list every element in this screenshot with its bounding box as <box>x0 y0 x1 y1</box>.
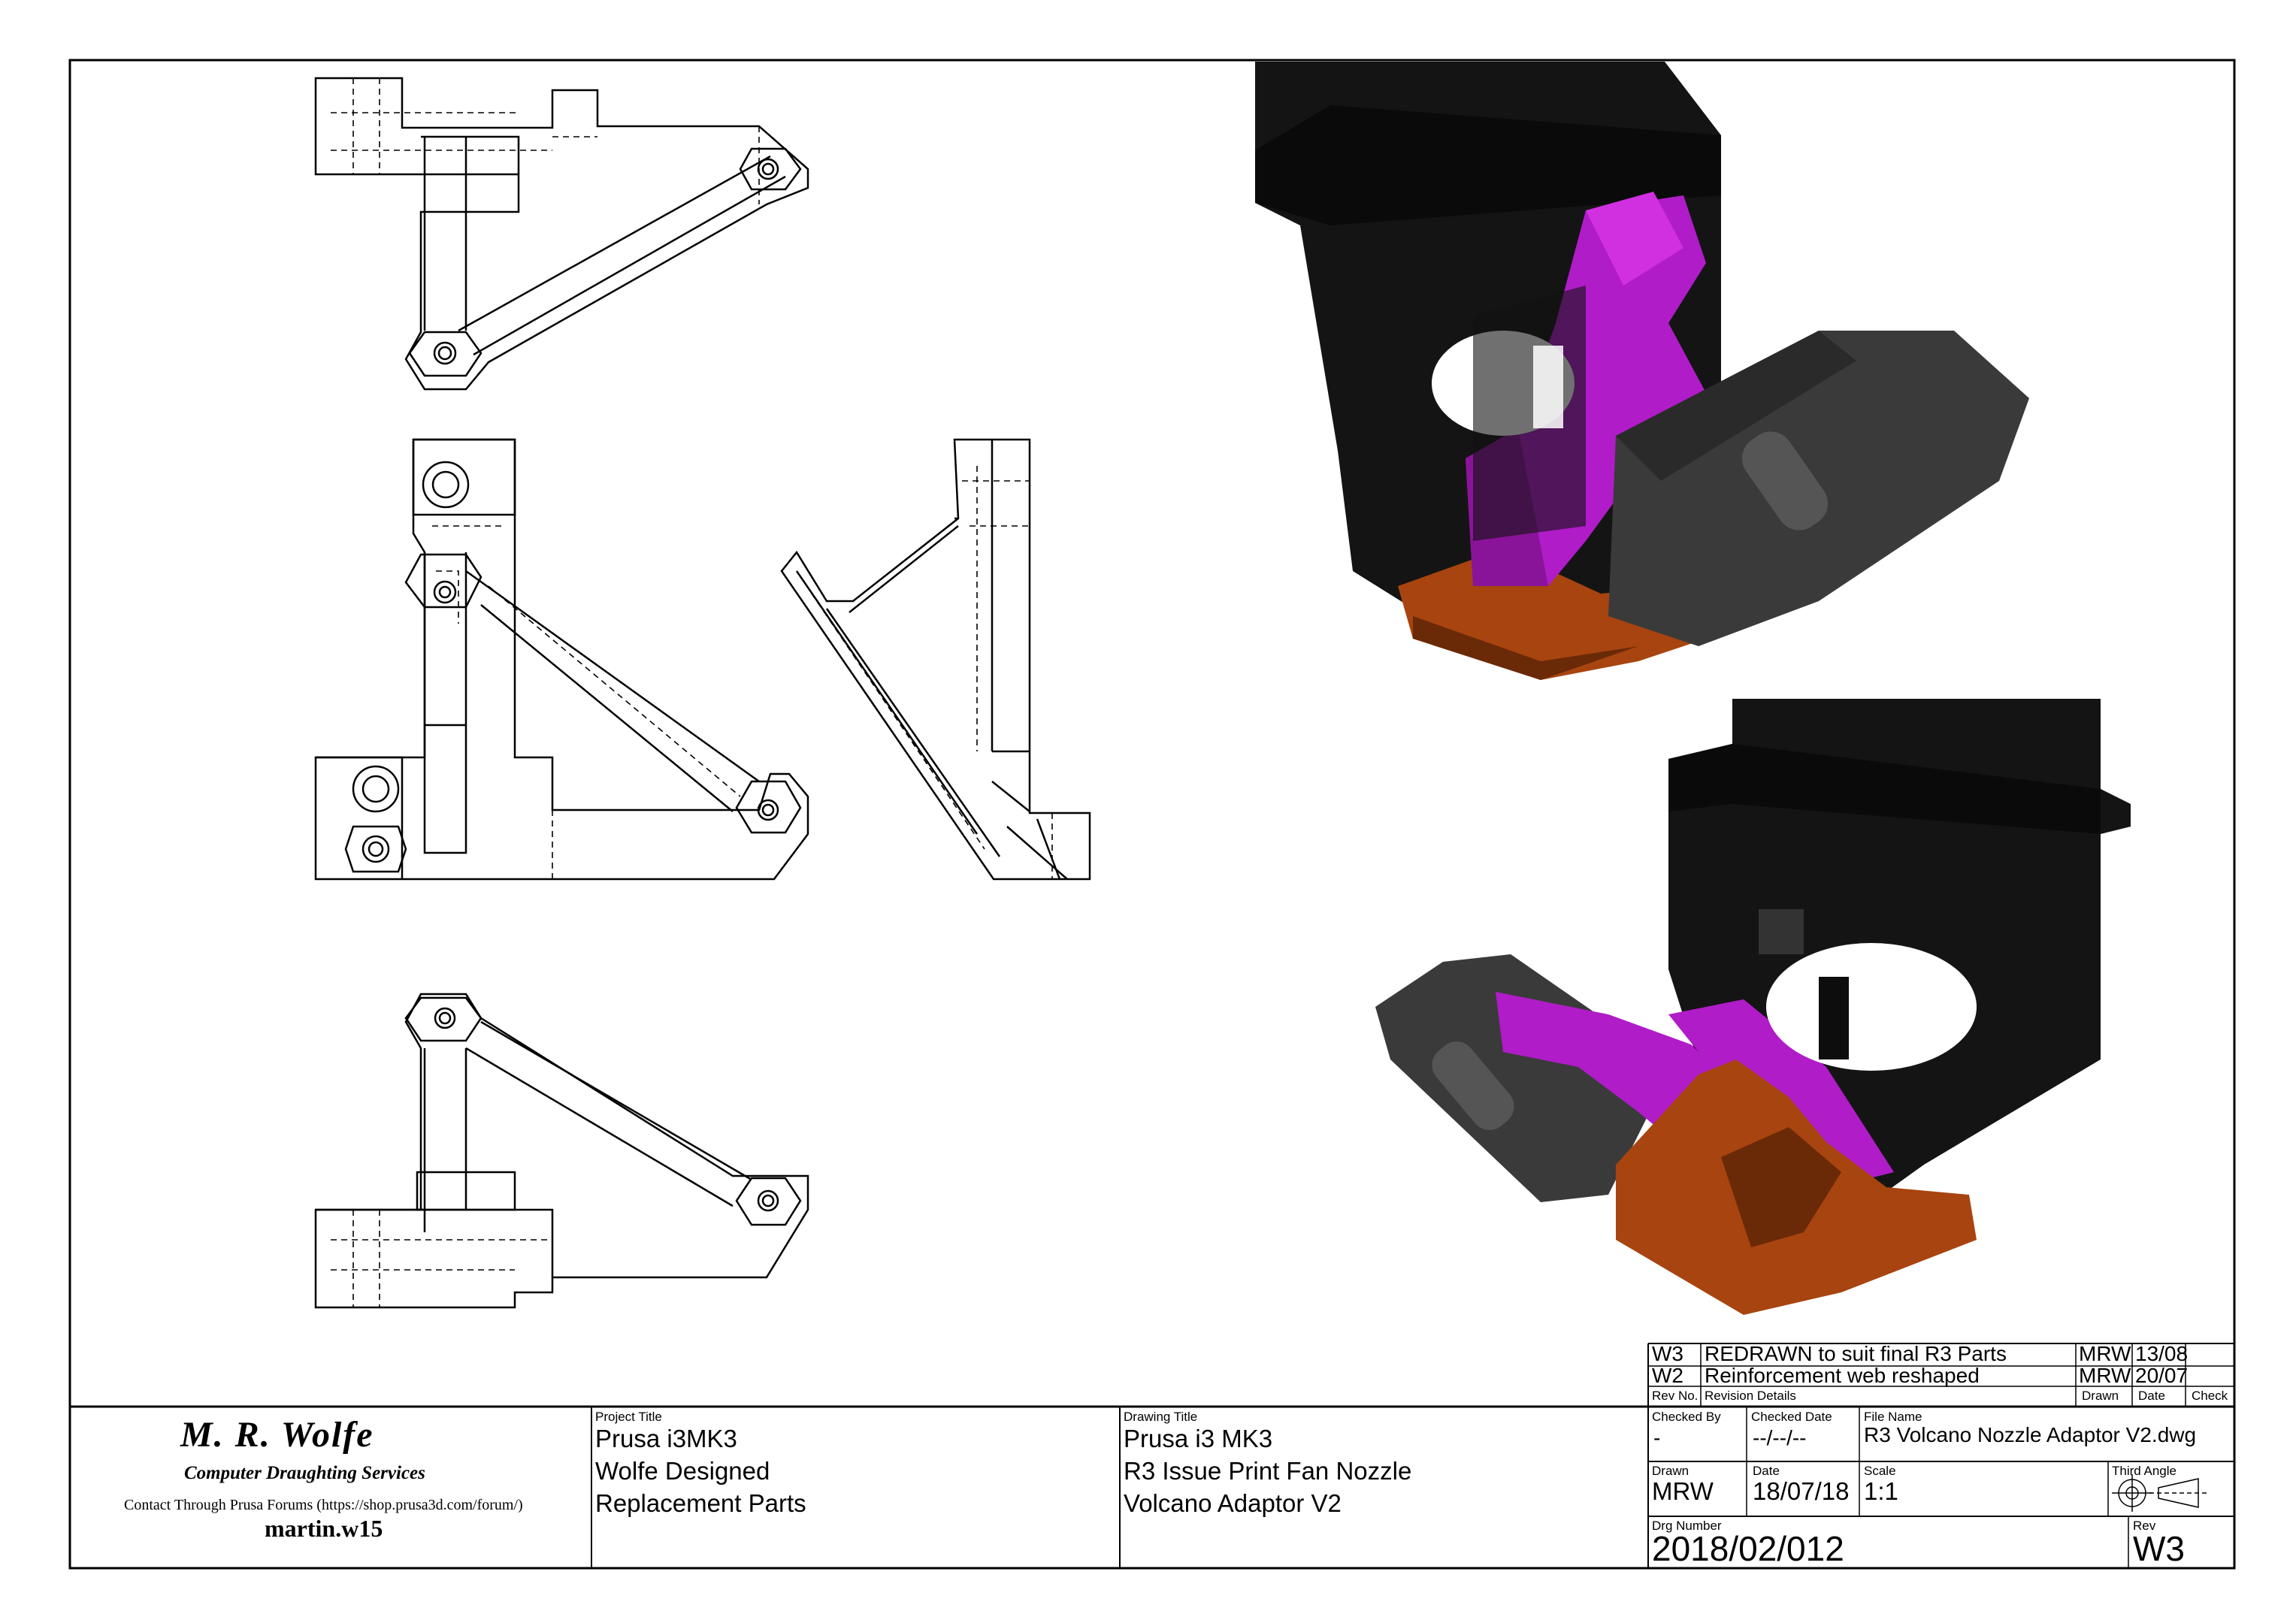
drawing-title-label: Drawing Title <box>1124 1410 1198 1424</box>
project-title-label: Project Title <box>595 1410 662 1424</box>
front-view <box>314 438 809 881</box>
side-view <box>780 438 1091 881</box>
render-view-upper <box>1255 62 2029 680</box>
rev-label: Rev <box>2133 1519 2156 1533</box>
checked-by-value: - <box>1653 1426 1661 1449</box>
third-angle-projection-icon <box>2112 1474 2210 1512</box>
checked-by-label: Checked By <box>1652 1410 1721 1424</box>
scale-label: Scale <box>1864 1464 1896 1478</box>
top-view <box>314 77 809 391</box>
revision-date: 13/08 <box>2135 1342 2189 1365</box>
revision-header-details: Revision Details <box>1705 1389 1796 1403</box>
revision-drawn: MRW <box>2079 1364 2131 1387</box>
revision-header-date: Date <box>2138 1389 2165 1403</box>
revision-header-check: Check <box>2192 1389 2228 1403</box>
checked-date-label: Checked Date <box>1751 1410 1832 1424</box>
drawing-number-label: Drg Number <box>1652 1519 1722 1533</box>
render-view-lower <box>1375 699 2131 1315</box>
project-title-line-2: Wolfe Designed <box>595 1457 770 1485</box>
title-block-lines <box>70 1343 2234 1568</box>
scale-value: 1:1 <box>1864 1477 1898 1505</box>
file-name-value: R3 Volcano Nozzle Adaptor V2.dwg <box>1864 1423 2197 1446</box>
drawn-label: Drawn <box>1652 1464 1689 1478</box>
drawn-value: MRW <box>1652 1477 1714 1505</box>
revision-drawn: MRW <box>2079 1342 2131 1365</box>
date-value: 18/07/18 <box>1753 1477 1850 1505</box>
revision-header-rev: Rev No. <box>1652 1389 1699 1403</box>
firm-user: martin.w15 <box>265 1515 383 1542</box>
firm-tagline: Computer Draughting Services <box>184 1463 425 1483</box>
revision-date: 20/07 <box>2135 1364 2189 1387</box>
project-title-line-3: Replacement Parts <box>595 1489 806 1517</box>
drawing-title-line-3: Volcano Adaptor V2 <box>1124 1489 1342 1517</box>
project-title-line-1: Prusa i3MK3 <box>595 1425 737 1452</box>
sheet-border <box>68 59 2236 1570</box>
firm-contact: Contact Through Prusa Forums (https://sh… <box>124 1497 523 1513</box>
drawing-title-line-2: R3 Issue Print Fan Nozzle <box>1124 1457 1412 1485</box>
revision-rev: W2 <box>1652 1364 1683 1387</box>
revision-header-drawn: Drawn <box>2082 1389 2119 1403</box>
file-name-label: File Name <box>1864 1410 1922 1424</box>
revision-details: REDRAWN to suit final R3 Parts <box>1705 1342 2007 1365</box>
revision-rev: W3 <box>1652 1342 1683 1365</box>
checked-date-value: --/--/-- <box>1753 1426 1807 1449</box>
bottom-view <box>314 993 809 1309</box>
rev-value: W3 <box>2133 1529 2185 1568</box>
projection-label: Third Angle <box>2112 1464 2177 1478</box>
revision-details: Reinforcement web reshaped <box>1705 1364 1980 1387</box>
date-label: Date <box>1753 1464 1780 1478</box>
drawing-title-line-1: Prusa i3 MK3 <box>1124 1425 1273 1452</box>
drawing-number-value: 2018/02/012 <box>1652 1529 1844 1568</box>
firm-name: M. R. Wolfe <box>180 1415 374 1455</box>
